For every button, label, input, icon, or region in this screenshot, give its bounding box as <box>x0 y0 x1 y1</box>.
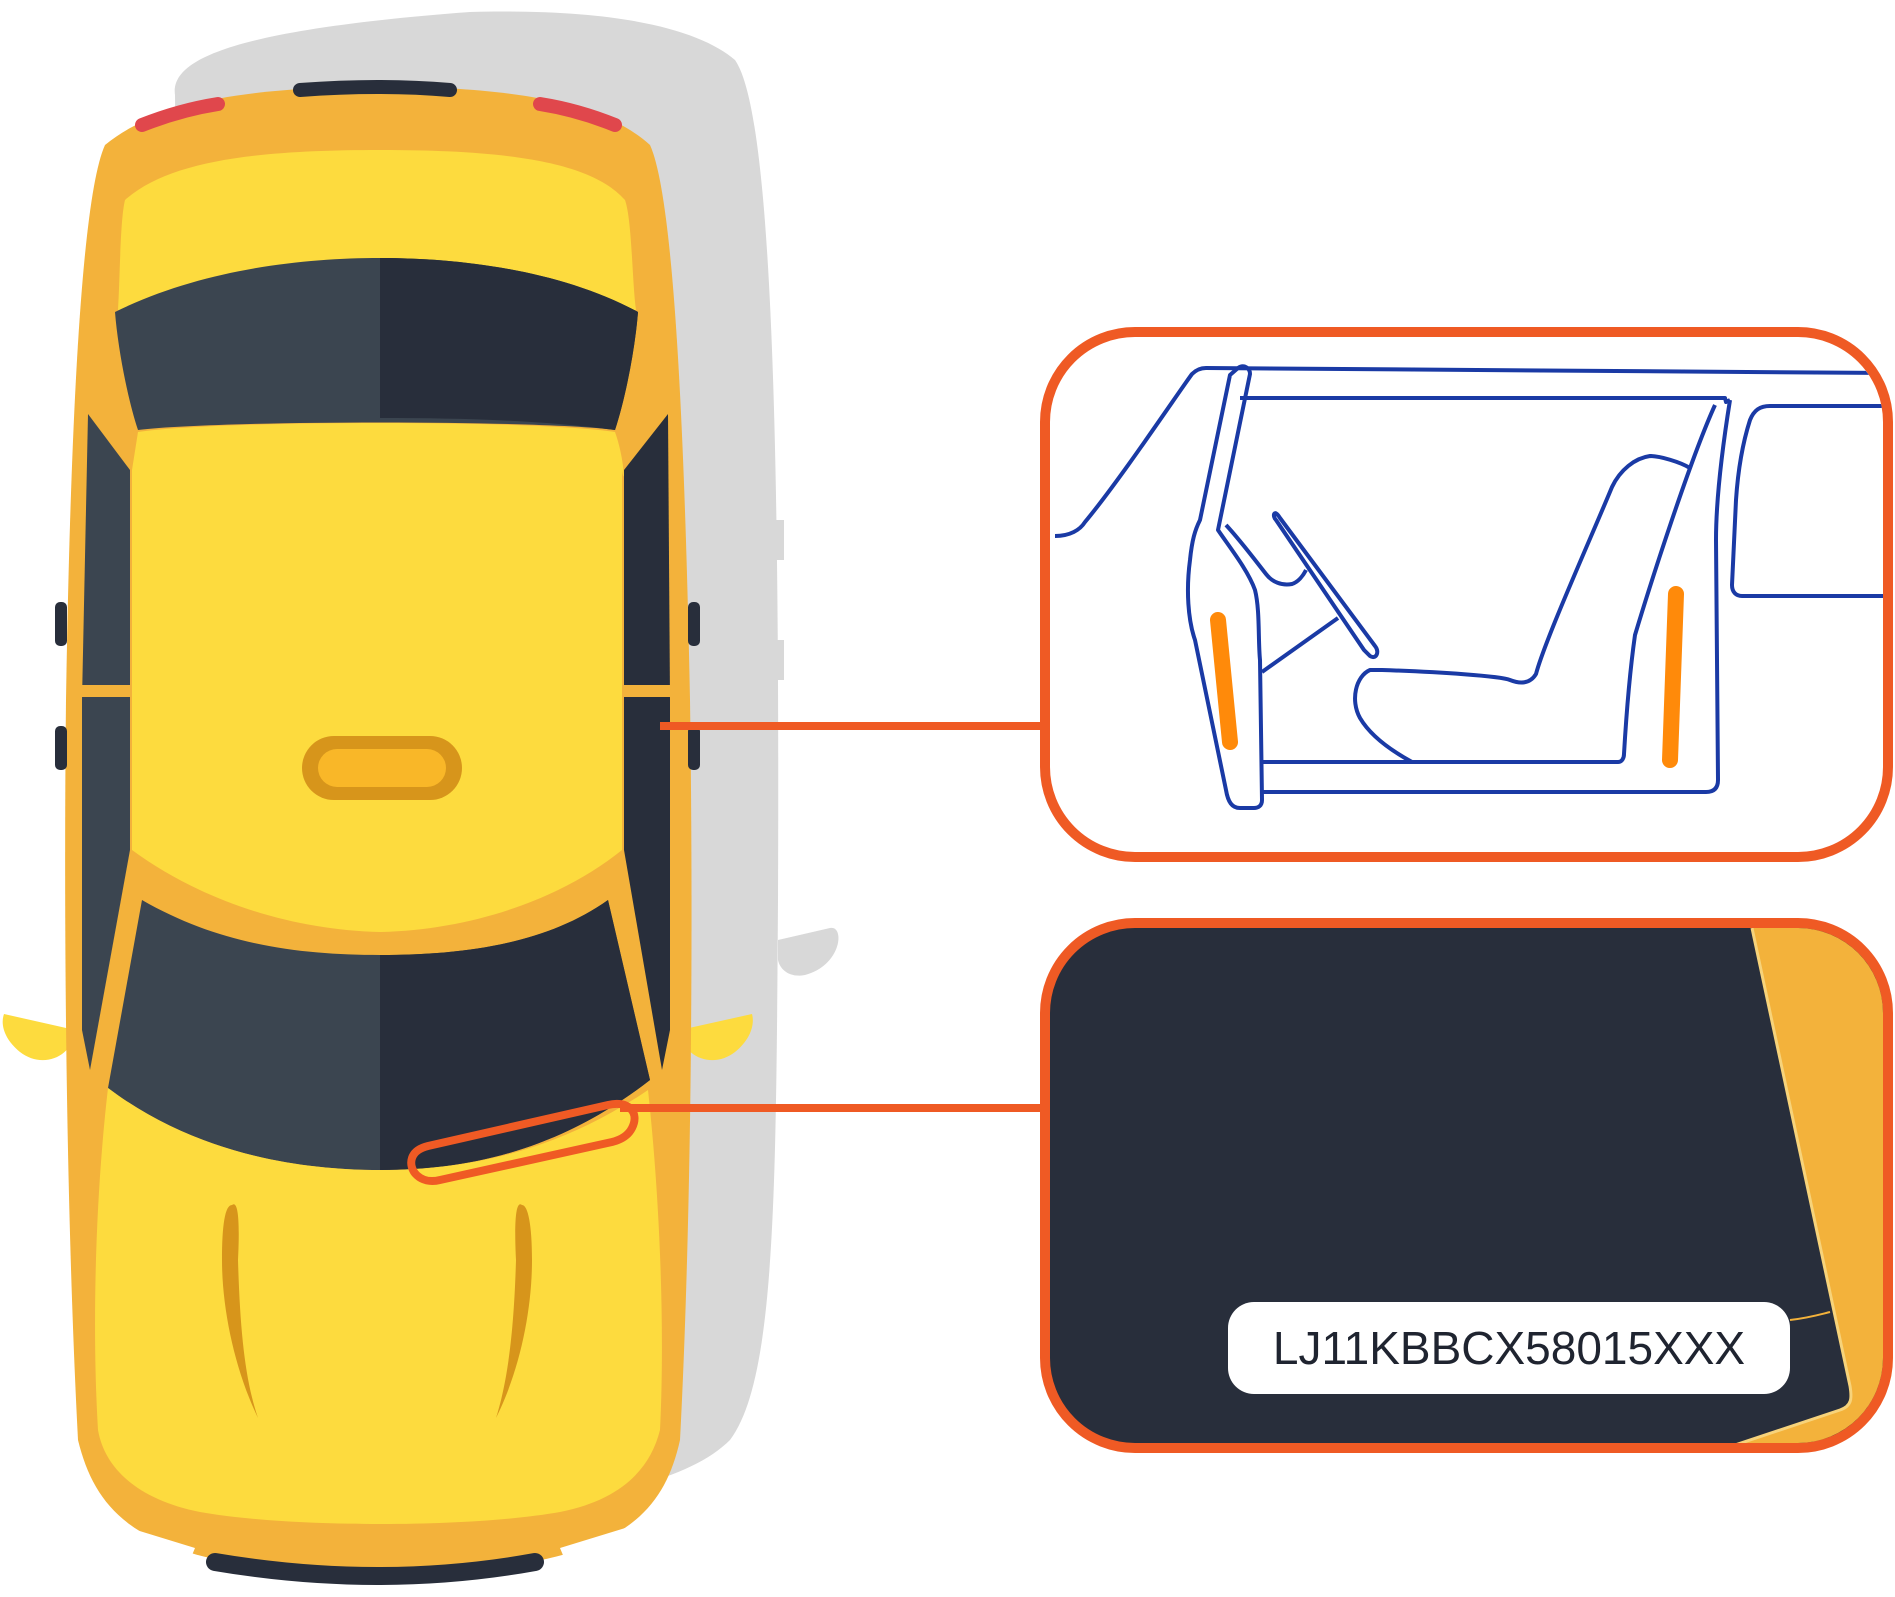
vin-location-marker <box>407 1099 639 1185</box>
car-icon <box>2 80 753 1585</box>
door-icon <box>1054 364 1883 810</box>
door-jamb-callout <box>1040 327 1893 862</box>
left-mirror <box>2 1014 75 1061</box>
right-mirror <box>680 1014 753 1061</box>
windshield-vin-callout: LJ11KBBCX58015XXX <box>1040 918 1893 1453</box>
vin-plate-highlight <box>1210 586 1684 768</box>
vin-label <box>1228 1302 1790 1394</box>
windshield-edge <box>1719 928 1883 1443</box>
vin-number: LJ11KBBCX58015XXX <box>1273 1322 1745 1374</box>
